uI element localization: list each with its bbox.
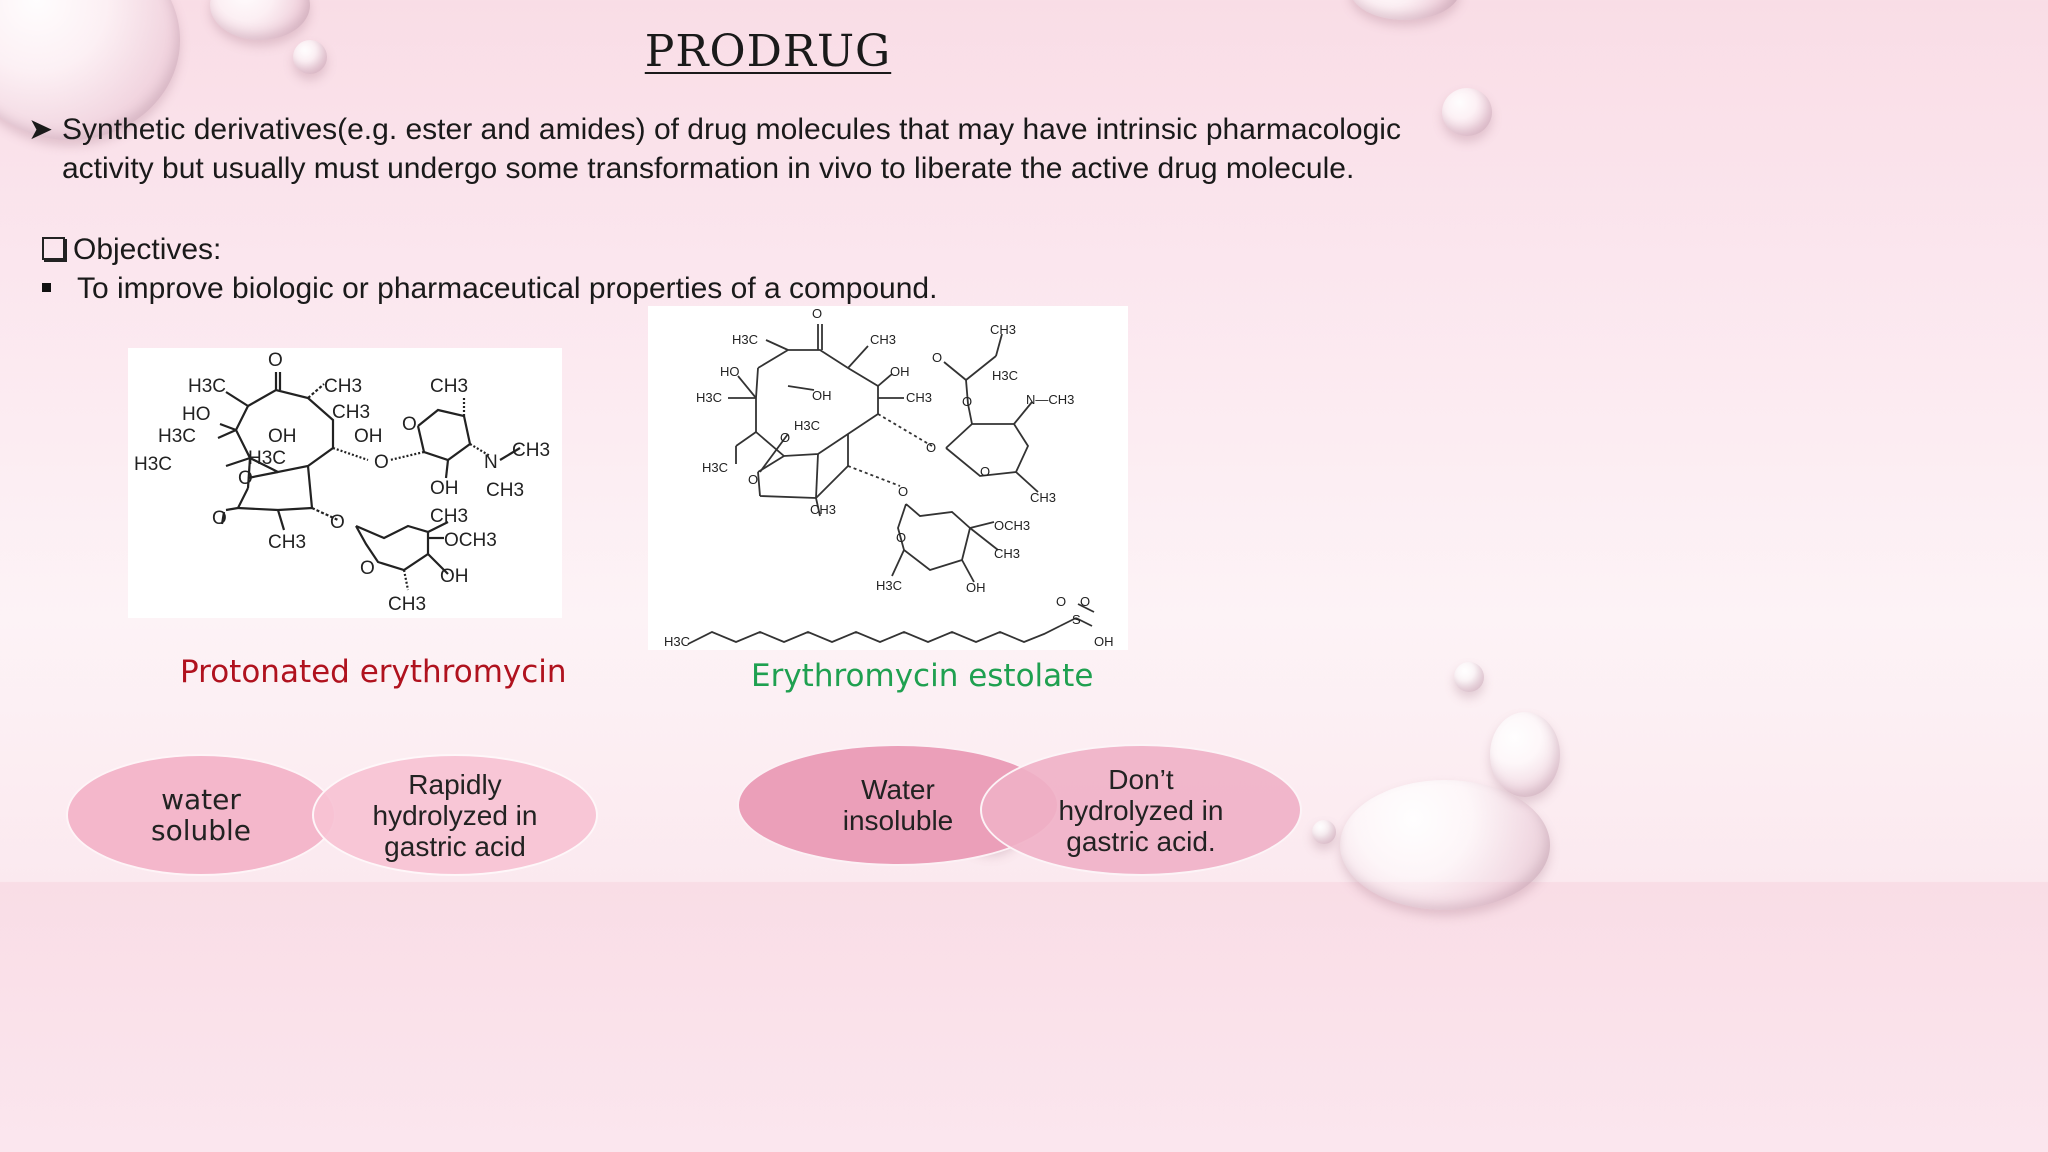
atom-label: OH xyxy=(354,426,383,447)
atom-label: O xyxy=(212,508,227,529)
atom-label: H3C xyxy=(248,448,286,469)
caption-erythromycin-estolate: Erythromycin estolate xyxy=(751,658,1094,694)
atom-label: O xyxy=(1080,594,1090,609)
atom-label: O xyxy=(330,512,345,533)
atom-label: CH3 xyxy=(906,390,932,405)
atom-label: CH3 xyxy=(430,506,468,527)
atom-label: O xyxy=(748,472,758,487)
atom-label: H3C xyxy=(134,454,172,475)
atom-label: H3C xyxy=(696,390,722,405)
atom-label: O xyxy=(896,530,906,545)
atom-label: OH xyxy=(1094,634,1114,649)
atom-label: H3C xyxy=(876,578,902,593)
atom-label: H3C xyxy=(992,368,1018,383)
property-text: water soluble xyxy=(150,783,252,847)
caption-protonated-erythromycin: Protonated erythromycin xyxy=(180,654,567,690)
erythromycin-estolate-structure: O H3C CH3 HO OH H3C OH CH3 H3C O H3C O C… xyxy=(648,306,1128,650)
erythromycin-svg: O H3C CH3 CH3 CH3 HO H3C OH OH O H3C H3C… xyxy=(134,350,550,615)
atom-label: CH3 xyxy=(512,440,550,461)
water-drop-decoration xyxy=(1340,780,1550,910)
atom-label: O xyxy=(980,464,990,479)
objectives-heading: Objectives: xyxy=(42,230,221,269)
atom-label: O xyxy=(780,430,790,445)
property-oval-not-hydrolyzed: Don’t hydrolyzed in gastric acid. xyxy=(980,744,1302,876)
square-bullet-icon xyxy=(42,282,51,292)
atom-label: H3C xyxy=(732,332,758,347)
atom-label: H3C xyxy=(158,426,196,447)
atom-label: CH3 xyxy=(994,546,1020,561)
atom-label: HO xyxy=(182,404,211,425)
atom-label: O xyxy=(374,452,389,473)
property-oval-water-soluble: water soluble xyxy=(66,754,336,876)
water-drop-decoration xyxy=(1442,88,1492,136)
atom-label: N—CH3 xyxy=(1026,392,1074,407)
atom-label: CH3 xyxy=(990,322,1016,337)
atom-label: CH3 xyxy=(332,402,370,423)
atom-label: O xyxy=(898,484,908,499)
atom-label: OH xyxy=(430,478,459,499)
atom-label: OH xyxy=(268,426,297,447)
erythromycin-structure: O H3C CH3 CH3 CH3 HO H3C OH OH O H3C H3C… xyxy=(128,348,562,618)
atom-label: O xyxy=(268,350,283,371)
water-drop-decoration xyxy=(1312,820,1336,844)
atom-label: H3C xyxy=(664,634,690,649)
atom-label: O xyxy=(962,394,972,409)
atom-label: H3C xyxy=(794,418,820,433)
atom-label: OH xyxy=(890,364,910,379)
checkbox-bullet-icon xyxy=(42,237,65,260)
atom-label: CH3 xyxy=(1030,490,1056,505)
property-text: Water insoluble xyxy=(842,774,954,836)
property-oval-rapidly-hydrolyzed: Rapidly hydrolyzed in gastric acid xyxy=(312,754,598,876)
atom-label: CH3 xyxy=(324,376,362,397)
atom-label: CH3 xyxy=(388,594,426,615)
atom-label: CH3 xyxy=(486,480,524,501)
atom-label: CH3 xyxy=(268,532,306,553)
atom-label: OH xyxy=(966,580,986,595)
atom-label: CH3 xyxy=(430,376,468,397)
water-drop-decoration xyxy=(293,40,327,74)
slide-title: PRODRUG xyxy=(644,26,892,77)
arrow-bullet-icon: ➤ xyxy=(28,113,54,146)
water-drop-decoration xyxy=(1490,712,1560,797)
atom-label: O xyxy=(1056,594,1066,609)
atom-label: O xyxy=(932,350,942,365)
erythromycin-estolate-svg: O H3C CH3 HO OH H3C OH CH3 H3C O H3C O C… xyxy=(664,306,1114,649)
water-drop-decoration xyxy=(1454,662,1484,692)
atom-label: O xyxy=(360,558,375,579)
atom-label: H3C xyxy=(188,376,226,397)
atom-label: S xyxy=(1072,612,1081,627)
atom-label: O xyxy=(238,468,253,489)
objective-item: To improve biologic or pharmaceutical pr… xyxy=(42,269,937,308)
property-text: Rapidly hydrolyzed in gastric acid xyxy=(372,768,538,862)
atom-label: OCH3 xyxy=(444,530,497,551)
atom-label: OH xyxy=(440,566,469,587)
water-drop-decoration xyxy=(1350,0,1460,20)
atom-label: OH xyxy=(812,388,832,403)
atom-label: O xyxy=(812,306,822,321)
atom-label: CH3 xyxy=(810,502,836,517)
atom-label: O xyxy=(402,414,417,435)
atom-label: OCH3 xyxy=(994,518,1030,533)
atom-label: CH3 xyxy=(870,332,896,347)
definition-text: Synthetic derivatives(e.g. ester and ami… xyxy=(62,113,1401,185)
atom-label: H3C xyxy=(702,460,728,475)
property-text: Don’t hydrolyzed in gastric acid. xyxy=(1058,763,1224,857)
atom-label: O xyxy=(926,440,936,455)
atom-label: N xyxy=(484,452,498,473)
atom-label: HO xyxy=(720,364,740,379)
definition-bullet: ➤ Synthetic derivatives(e.g. ester and a… xyxy=(28,110,1498,188)
